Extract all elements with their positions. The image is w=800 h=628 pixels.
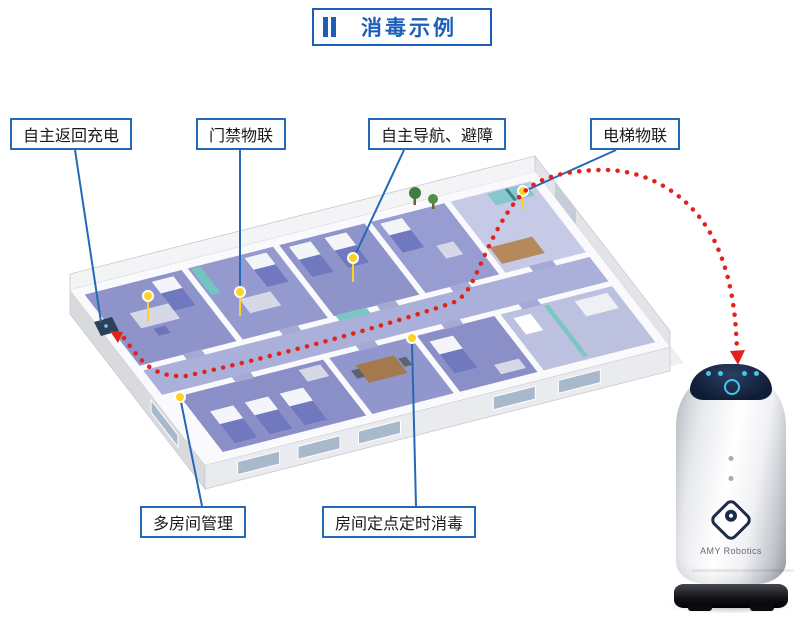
- callout-auto-return-charge: 自主返回充电: [10, 118, 133, 150]
- path-arrow-start: [110, 331, 123, 343]
- callout-door-access-iot: 门禁物联: [196, 118, 287, 150]
- robot-brand-label: AMY Robotics: [700, 546, 762, 556]
- marker-pin: [406, 332, 418, 344]
- page-title-text: 消毒示例: [361, 17, 457, 40]
- marker-pin: [142, 290, 154, 302]
- marker-pin: [174, 391, 186, 403]
- power-ring-icon: [724, 379, 740, 395]
- plant-icon: [409, 187, 438, 209]
- indicator-light-icon: [742, 371, 747, 376]
- wheel-icon: [750, 602, 774, 611]
- callout-elevator-iot: 电梯物联: [590, 118, 681, 150]
- windows: [150, 368, 601, 476]
- sensor-dot-icon: [728, 476, 734, 481]
- marker-pin: [347, 252, 359, 264]
- disinfection-path: [110, 167, 745, 379]
- robot-top-panel: [690, 364, 772, 400]
- callout-multi-room-mgmt: 多房间管理: [140, 506, 247, 538]
- callout-auto-nav-obstacle: 自主导航、避障: [368, 118, 507, 150]
- marker-pin: [234, 286, 246, 298]
- page-title: 消毒示例: [312, 8, 492, 46]
- robot-base: [674, 584, 788, 611]
- indicator-light-icon: [706, 371, 711, 376]
- exit-doorway: [555, 182, 576, 225]
- amy-logo-icon: [708, 497, 754, 543]
- robot-body: AMY Robotics: [676, 364, 794, 584]
- robot-illustration: AMY Robotics: [664, 358, 798, 614]
- callout-room-scheduled-disinfect: 房间定点定时消毒: [322, 506, 477, 538]
- exterior-walls: [69, 154, 671, 491]
- wheel-icon: [688, 602, 712, 611]
- path-arrow-end: [730, 350, 745, 365]
- robot-seam: [692, 569, 794, 572]
- title-accent-bars-icon: [323, 17, 336, 37]
- indicator-light-icon: [754, 371, 759, 376]
- callout-connectors: [74, 149, 617, 507]
- indicator-light-icon: [718, 371, 723, 376]
- sensor-dot-icon: [728, 456, 734, 461]
